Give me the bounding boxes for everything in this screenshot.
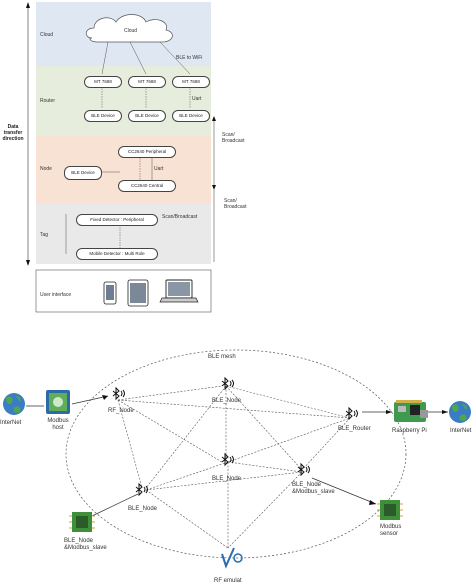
mt7688-module-1: MT 7688: [84, 76, 122, 88]
ble-mesh-title: BLE mesh: [208, 354, 236, 360]
ble-device-node: BLE Device: [64, 166, 102, 180]
ble-router-label: BLE_Router: [338, 426, 371, 432]
node-layer-label: Node: [40, 166, 52, 172]
cloud-label: Cloud: [124, 28, 138, 34]
architecture-lines: [26, 2, 216, 313]
ble-device-3: BLE Device: [172, 110, 210, 122]
mt7688-module-3: MT 7688: [172, 76, 210, 88]
ble-node-center-label: BLE_Node: [212, 476, 242, 482]
fixed-detector: Fixed Detector : Peripheral: [76, 214, 158, 226]
user-interface-label: User interface: [40, 292, 72, 298]
smartphone-icon: [103, 281, 117, 305]
modbus-host-label: Modbus host: [47, 418, 69, 431]
laptop-icon: [159, 279, 199, 303]
modbus-sensor-label: Modbus sensor: [380, 524, 402, 537]
rf-emulator-label: RF emulat: [214, 578, 242, 584]
bluetooth-icon-6: [135, 482, 148, 497]
cloud-layer-label: Cloud: [40, 32, 54, 38]
ble-modbus-slave-right-label: BLE_Node &Modbus_slave: [292, 482, 335, 495]
ble-to-wifi-label: BLE to WiFi: [176, 55, 203, 61]
ble-modbus-slave-left-label: BLE_Node &Modbus_slave: [64, 538, 107, 551]
raspberry-pi-icon: [394, 400, 428, 422]
tablet-icon: [127, 279, 149, 307]
uart-label-node: Uart: [154, 166, 164, 172]
uart-label-router: Uart: [192, 96, 202, 102]
scan-broadcast-label-node: Scan/ Broadcast: [224, 198, 247, 210]
mobile-detector: Mobile Detector : Multi Role: [76, 248, 158, 260]
globe-icon-left: [3, 393, 25, 415]
bluetooth-icon-3: [345, 406, 358, 421]
globe-icon-right: [449, 401, 471, 423]
cloud-icon: [85, 14, 173, 43]
chip-icon-right: [377, 500, 403, 520]
scan-broadcast-label-tag: Scan/Broadcast: [162, 214, 198, 220]
bluetooth-icon-1: [112, 386, 125, 401]
modbus-host-icon: [46, 390, 70, 414]
internet-label-left: InterNet: [0, 420, 22, 426]
rf-emulator-icon: [221, 547, 243, 569]
ble-device-2: BLE Device: [128, 110, 166, 122]
internet-label-right: InterNet: [450, 428, 472, 434]
tag-layer-label: Tag: [40, 232, 49, 238]
cc2640-peripheral: CC2640 Peripheral: [118, 146, 176, 158]
data-transfer-direction-label: Data transfer direction: [2, 124, 24, 142]
bluetooth-icon-2: [221, 376, 234, 391]
chip-icon-left: [69, 512, 95, 532]
raspberry-pi-label: Raspberry Pi: [392, 428, 427, 434]
router-layer-label: Router: [40, 98, 56, 104]
rf-node-label: RF_Node: [108, 408, 134, 414]
scan-broadcast-label-router: Scan/ Broadcast: [222, 132, 245, 144]
cc2640-central: CC2640 Central: [118, 180, 176, 192]
bluetooth-icon-4: [221, 452, 234, 467]
bluetooth-icon-5: [297, 462, 310, 477]
ble-node-left-label: BLE_Node: [128, 506, 158, 512]
ble-node-top-label: BLE_Node: [212, 398, 242, 404]
mt7688-module-2: MT 7688: [128, 76, 166, 88]
ble-device-1: BLE Device: [84, 110, 122, 122]
